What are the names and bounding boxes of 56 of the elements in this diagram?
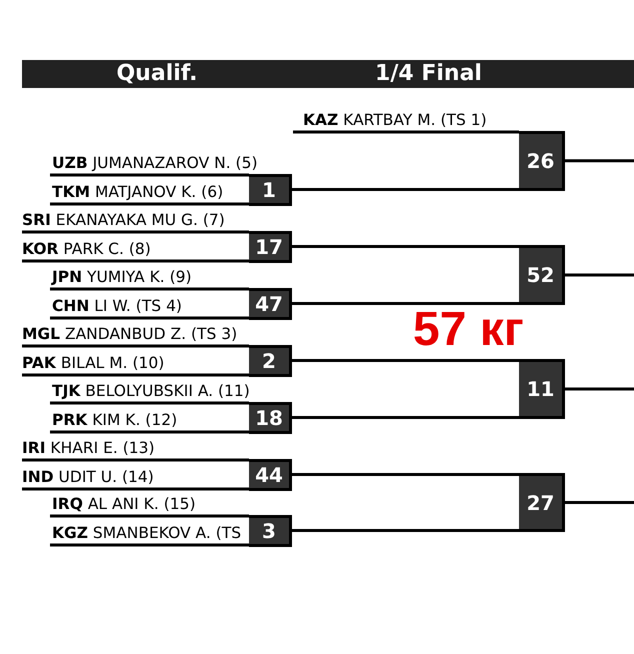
header-band — [22, 60, 634, 88]
bout-number-box: 2 — [249, 344, 292, 376]
athlete-name: TKM MATJANOV K. (6) — [50, 180, 224, 204]
bracket-line — [565, 159, 634, 162]
athlete-name: SRI EKANAYAKA MU G. (7) — [22, 208, 225, 232]
athlete-name: IND UDIT U. (14) — [22, 466, 154, 489]
athlete-name: CHN LI W. (TS 4) — [50, 294, 182, 318]
bout-number-box: 27 — [519, 473, 565, 532]
bracket-line — [50, 288, 249, 290]
bracket-line — [293, 130, 519, 134]
bracket-line — [292, 188, 519, 191]
athlete-name: TJK BELOLYUBSKII A. (11) — [50, 380, 250, 403]
athlete-name: MGL ZANDANBUD Z. (TS 3) — [22, 322, 238, 346]
bracket-line — [292, 245, 519, 248]
bracket-line — [22, 344, 249, 348]
bout-number-box: 1 — [249, 174, 292, 206]
bracket-line — [50, 402, 249, 404]
bracket-line — [292, 302, 519, 305]
bout-number-box: 26 — [519, 130, 565, 191]
weight-class-label: 57 кг — [413, 306, 524, 354]
bout-number-box: 47 — [249, 288, 292, 320]
bracket-line — [22, 458, 249, 462]
bracket-line — [22, 374, 249, 376]
bout-number-box: 44 — [249, 458, 292, 490]
athlete-name: PRK KIM K. (12) — [50, 408, 178, 432]
bout-number-box: 11 — [519, 359, 565, 419]
bracket-line — [50, 202, 249, 206]
bout-number-box: 3 — [249, 514, 292, 546]
bracket-line — [50, 514, 249, 518]
athlete-name: IRQ AL ANI K. (15) — [50, 492, 196, 516]
bout-number-box: 52 — [519, 245, 565, 305]
bracket-line — [292, 359, 519, 362]
bracket-line — [50, 430, 249, 434]
athlete-name: PAK BILAL M. (10) — [22, 352, 164, 375]
bout-number-box: 17 — [249, 230, 292, 262]
athlete-name: IRI KHARI E. (13) — [22, 436, 155, 460]
athlete-name: KGZ SMANBEKOV A. (TS — [50, 522, 242, 545]
bracket-line — [565, 274, 634, 276]
bracket-line — [292, 529, 519, 532]
athlete-name: UZB JUMANAZAROV N. (5) — [50, 152, 258, 175]
bracket-line — [50, 544, 249, 546]
bracket-line — [292, 416, 519, 419]
bracket-line — [292, 473, 519, 476]
bout-number-box: 18 — [249, 402, 292, 434]
bracket-line — [50, 316, 249, 320]
bracket-line — [565, 388, 634, 390]
bracket-line — [22, 260, 249, 262]
bracket-line — [565, 501, 634, 504]
column-heading: 1/4 Final — [374, 60, 483, 88]
athlete-name: KOR PARK C. (8) — [22, 238, 151, 261]
column-heading: Qualif. — [115, 60, 199, 88]
athlete-name: JPN YUMIYA K. (9) — [50, 266, 192, 289]
bracket-line — [22, 488, 249, 490]
bracket-line — [22, 230, 249, 234]
bracket-line — [50, 174, 249, 176]
athlete-name: KAZ KARTBAY M. (TS 1) — [293, 108, 487, 132]
